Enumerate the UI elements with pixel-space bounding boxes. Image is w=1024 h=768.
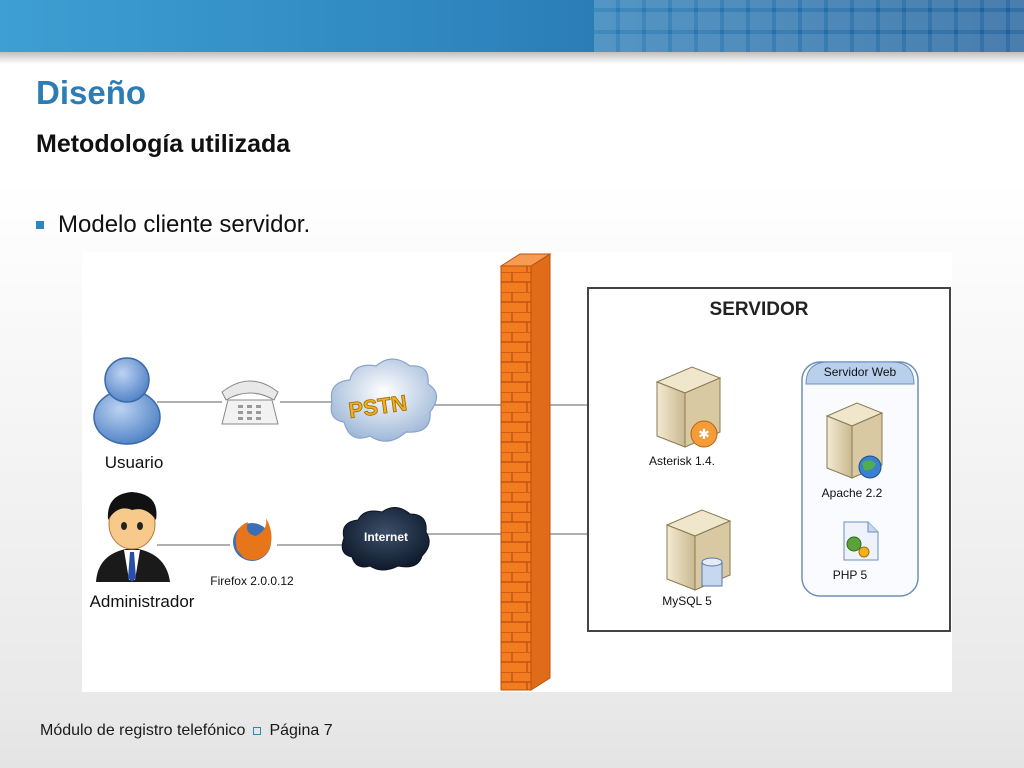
asterisk-server-icon: ✱	[655, 366, 722, 448]
user-icon	[93, 357, 161, 445]
firefox-icon	[233, 518, 272, 561]
servidor-web-label: Servidor Web	[824, 365, 897, 379]
asterisk-label: Asterisk 1.4.	[649, 454, 715, 468]
telephone-icon	[221, 380, 279, 425]
banner-pattern	[594, 0, 1024, 52]
footer-module-name: Módulo de registro telefónico	[40, 722, 246, 739]
apache-server-icon	[825, 402, 884, 479]
servidor-web-box	[801, 361, 919, 597]
bullet-square-icon	[36, 221, 44, 229]
php-label: PHP 5	[833, 568, 868, 582]
footer-page-number: Página 7	[269, 722, 333, 739]
php-file-icon	[843, 521, 879, 561]
internet-cloud-icon	[341, 507, 430, 571]
footer-separator-icon	[253, 727, 262, 735]
bullet-item: Modelo cliente servidor.	[36, 211, 310, 239]
header-banner	[0, 0, 1024, 52]
slide-subtitle: Metodología utilizada	[36, 130, 291, 158]
servidor-title: SERVIDOR	[710, 299, 809, 320]
footer: Módulo de registro telefónico Página 7	[40, 722, 333, 740]
internet-label: Internet	[364, 530, 408, 544]
pstn-cloud-icon	[330, 358, 438, 442]
slide-title: Diseño	[36, 74, 147, 111]
banner-shadow	[0, 52, 1024, 64]
administrator-icon	[96, 492, 170, 582]
firefox-label: Firefox 2.0.0.12	[210, 574, 294, 588]
client-server-diagram: Usuario PSTN Administrador Firefox 2.0.0…	[82, 252, 952, 692]
apache-label: Apache 2.2	[822, 486, 883, 500]
svg-text:✱: ✱	[698, 426, 710, 442]
mysql-label: MySQL 5	[662, 594, 712, 608]
administrador-label: Administrador	[90, 592, 195, 611]
usuario-label: Usuario	[105, 453, 164, 472]
bullet-text: Modelo cliente servidor.	[58, 211, 311, 238]
mysql-server-icon	[665, 509, 732, 591]
firewall-icon	[499, 253, 552, 691]
